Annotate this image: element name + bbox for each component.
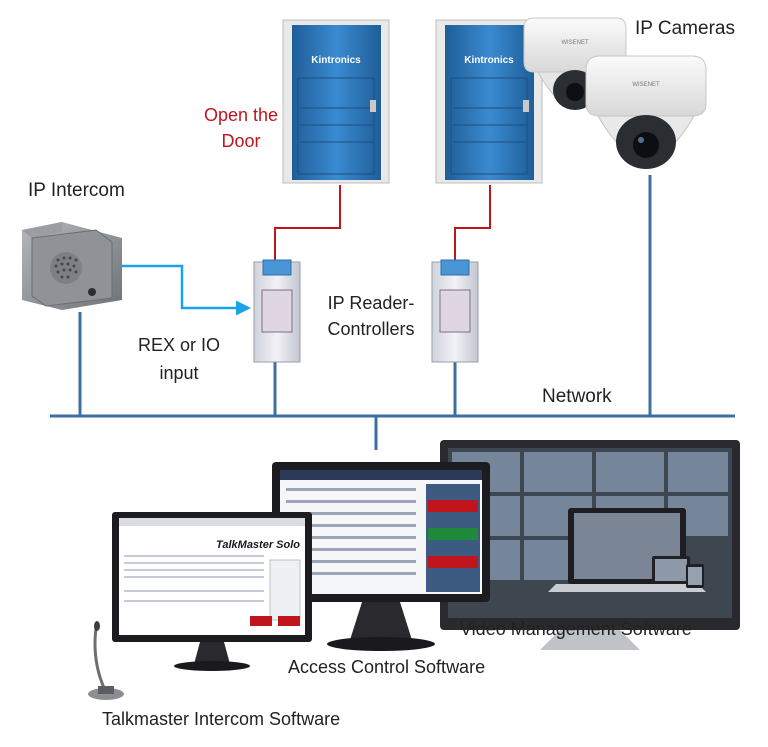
talkmaster-monitor: TalkMaster Solo <box>112 512 312 671</box>
door-1-brand: Kintronics <box>311 55 361 66</box>
label-ip-intercom: IP Intercom <box>28 180 125 201</box>
talkmaster-app-brand: TalkMaster Solo <box>216 539 300 551</box>
desk-microphone <box>88 621 124 700</box>
label-access-control: Access Control Software <box>288 657 486 677</box>
label-video-management: Video Management Software <box>460 619 692 639</box>
label-rex-1: REX or IO <box>137 335 221 355</box>
reader-controller-2 <box>431 259 479 363</box>
label-open-door-2: Door <box>221 131 261 151</box>
door-2-brand: Kintronics <box>464 55 514 66</box>
reader-controller-1 <box>253 259 301 363</box>
label-talkmaster: Talkmaster Intercom Software <box>102 709 341 729</box>
label-network: Network <box>542 386 612 407</box>
door-1-wire <box>274 185 341 262</box>
camera-front: WISENET <box>585 55 707 169</box>
label-open-door-1: Open the <box>203 105 279 125</box>
door-1: Kintronics <box>282 19 390 184</box>
vms-phone <box>686 564 704 588</box>
camera-back-brand: WISENET <box>561 40 589 46</box>
label-reader-1: IP Reader- <box>327 293 415 313</box>
door-2-wire <box>454 185 491 262</box>
rex-input-wire <box>122 264 251 316</box>
vms-tablet <box>652 556 690 584</box>
camera-front-brand: WISENET <box>632 82 660 88</box>
access-control-monitor <box>272 462 490 651</box>
ip-intercom-device <box>22 222 122 310</box>
label-reader-2: Controllers <box>327 319 415 339</box>
label-ip-cameras: IP Cameras <box>635 18 735 39</box>
label-rex-2: input <box>159 363 199 383</box>
